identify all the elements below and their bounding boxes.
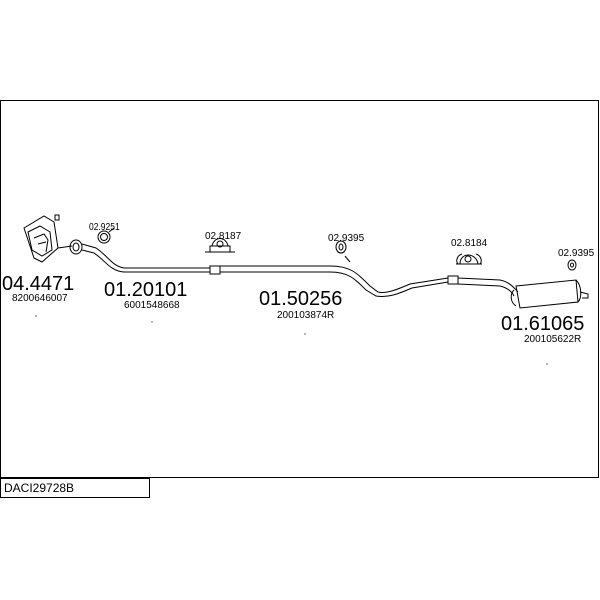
accessory-label-gasket: 02.9251: [89, 221, 120, 232]
accessory-label-hanger-2: 02.8184: [451, 238, 488, 249]
part-number-silencer: 01.61065: [501, 313, 584, 335]
oem-number-silencer: 200105622R: [524, 334, 581, 345]
accessory-label-ring-1: 02.9395: [328, 233, 365, 244]
rear-silencer-drawing: [457, 277, 589, 309]
diagram-frame: [0, 100, 599, 478]
rubber-ring-drawing-2: [567, 259, 577, 271]
diagram-code: DACI29728B: [4, 481, 75, 495]
accessory-label-hanger-1: 02.8187: [205, 231, 242, 242]
hanger-drawing-2: [456, 253, 482, 265]
oem-number-catalyst: 8200646007: [12, 293, 68, 304]
leader-dots: [35, 315, 548, 365]
catalytic-converter-drawing: [23, 214, 73, 263]
part-number-middle-pipe: 01.50256: [259, 288, 342, 310]
part-number-front-pipe: 01.20101: [104, 279, 187, 301]
oem-number-middle-pipe: 200103874R: [277, 310, 334, 321]
rubber-ring-drawing-1: [335, 240, 347, 254]
hanger-drawing-1: [205, 238, 235, 253]
diagram-code-box: DACI29728B: [0, 478, 150, 498]
part-number-catalyst: 04.4471: [2, 273, 74, 295]
middle-pipe-drawing: [220, 255, 459, 297]
oem-number-front-pipe: 6001548668: [124, 300, 180, 311]
accessory-label-ring-2: 02.9395: [558, 248, 595, 259]
gasket-ring-drawing: [97, 227, 115, 244]
front-pipe-drawing: [69, 239, 221, 275]
